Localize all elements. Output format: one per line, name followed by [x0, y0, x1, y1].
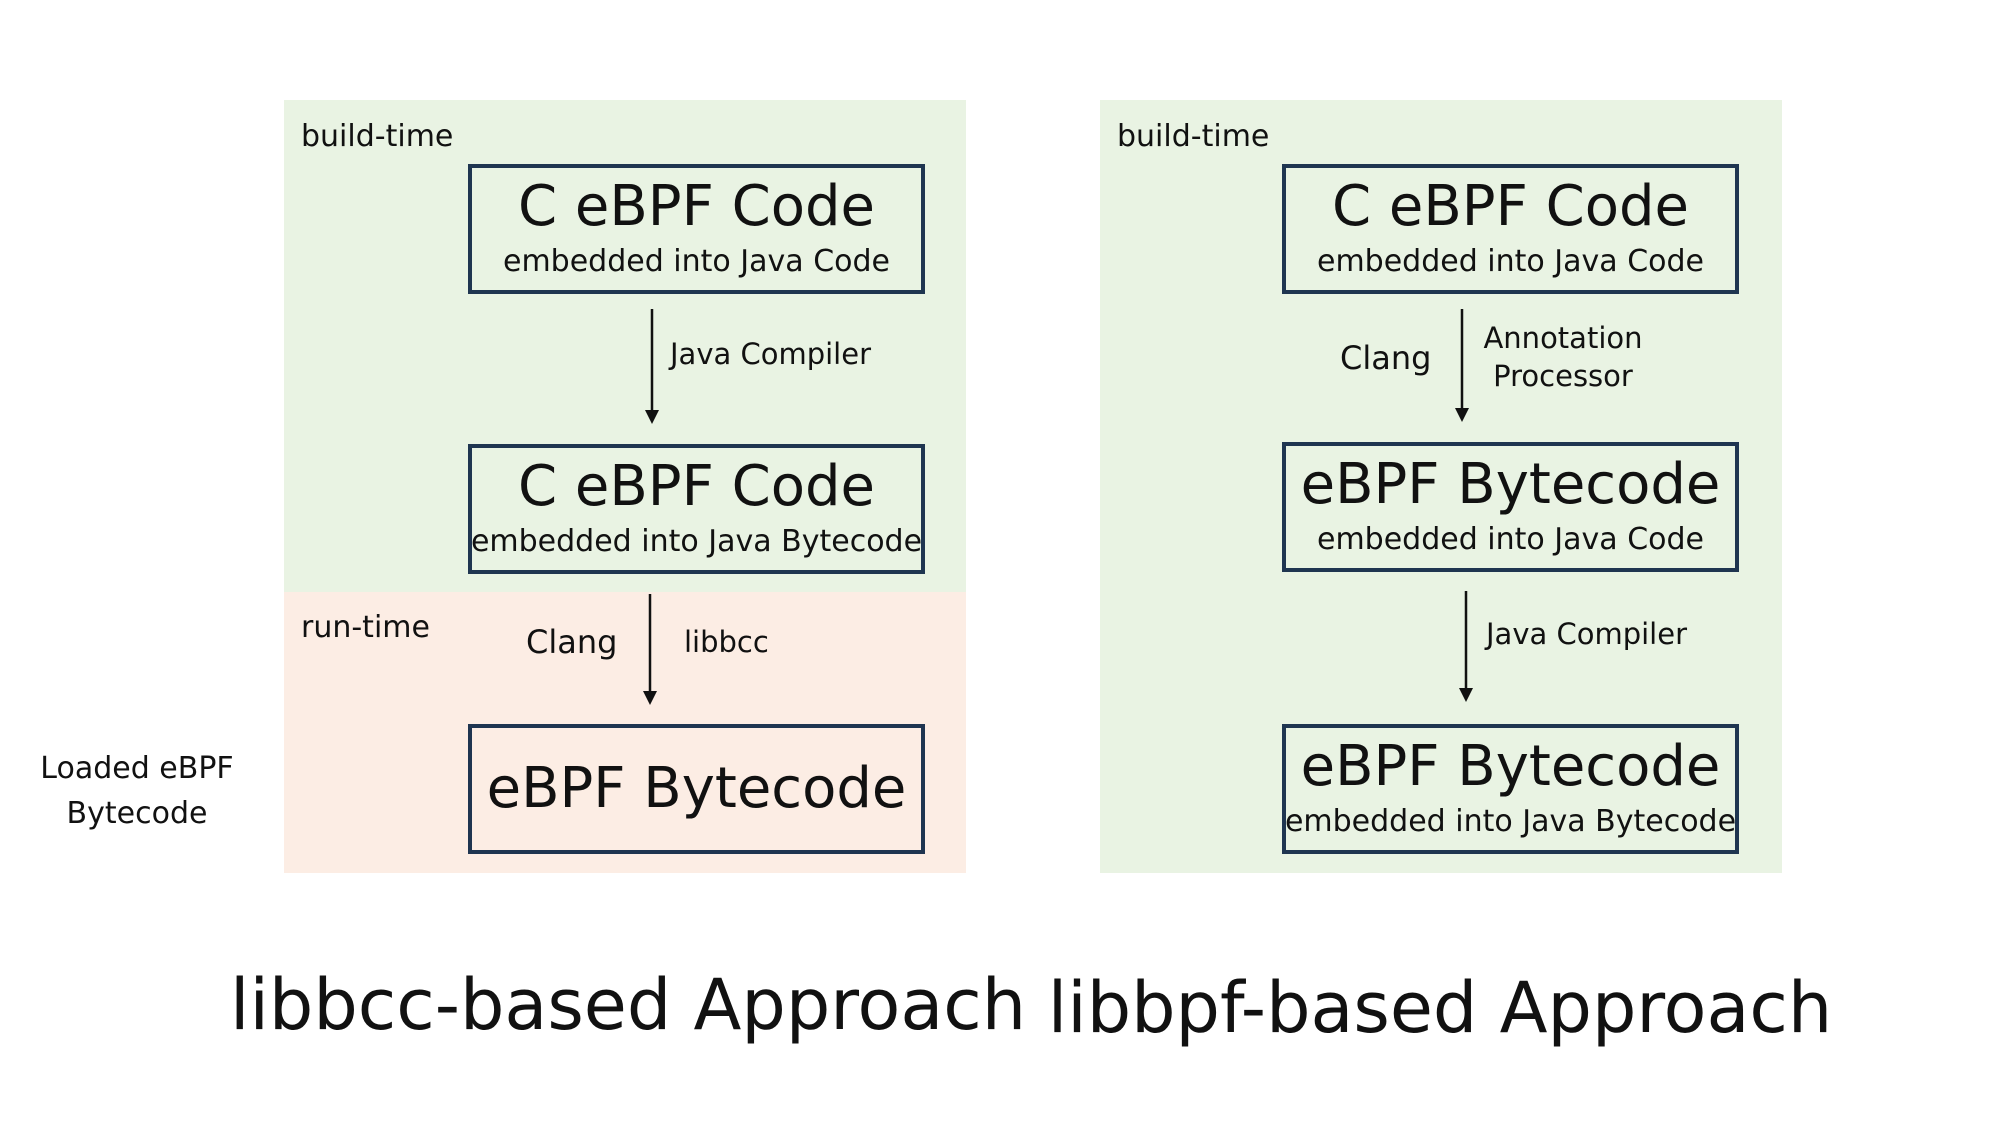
- libbpf-edge-label-clang: Clang: [1340, 339, 1432, 377]
- libbcc-arrowhead-java-compiler: [645, 410, 659, 424]
- libbpf-build-time-label: build-time: [1117, 119, 1270, 154]
- node-title: C eBPF Code: [518, 173, 875, 239]
- node-subtitle: embedded into Java Code: [1316, 244, 1704, 280]
- libbpf-edge-label-java-compiler: Java Compiler: [1486, 617, 1688, 651]
- side-note-line: Bytecode: [66, 796, 208, 831]
- node-title: C eBPF Code: [1332, 173, 1689, 239]
- libbcc-run-time-region: [284, 592, 966, 873]
- node-title: eBPF Bytecode: [486, 755, 907, 821]
- libbcc-build-time-label: build-time: [301, 119, 454, 154]
- libbcc-edge-label-libbcc: libbcc: [684, 625, 769, 659]
- libbcc-run-time-label: run-time: [301, 610, 430, 645]
- node-subtitle: embedded into Java Bytecode: [1284, 804, 1737, 840]
- libbcc-arrowhead-clang-libbcc: [643, 691, 657, 705]
- libbpf-node-c-ebpf-code-java-code: C eBPF Code embedded into Java Code: [1282, 164, 1739, 294]
- side-note-line: Loaded eBPF: [40, 751, 234, 786]
- node-subtitle: embedded into Java Code: [1316, 522, 1704, 558]
- libbcc-node-ebpf-bytecode: eBPF Bytecode: [468, 724, 925, 854]
- node-title: eBPF Bytecode: [1300, 451, 1721, 517]
- node-title: eBPF Bytecode: [1300, 733, 1721, 799]
- libbcc-edge-label-clang: Clang: [526, 623, 618, 661]
- loaded-ebpf-bytecode-note: Loaded eBPF Bytecode: [22, 746, 252, 836]
- edge-label-line: Annotation: [1483, 321, 1643, 355]
- libbcc-build-time-region: [284, 100, 966, 592]
- libbpf-node-ebpf-bytecode-java-bytecode: eBPF Bytecode embedded into Java Bytecod…: [1282, 724, 1739, 854]
- libbcc-node-c-ebpf-code-java-bytecode: C eBPF Code embedded into Java Bytecode: [468, 444, 925, 574]
- libbcc-approach-caption: libbcc-based Approach: [230, 964, 1027, 1046]
- libbpf-arrowhead-java-compiler: [1459, 688, 1473, 702]
- libbpf-node-ebpf-bytecode-java-code: eBPF Bytecode embedded into Java Code: [1282, 442, 1739, 572]
- libbcc-node-c-ebpf-code-java-code: C eBPF Code embedded into Java Code: [468, 164, 925, 294]
- libbpf-edge-label-annotation-processor: Annotation Processor: [1478, 320, 1648, 395]
- libbpf-approach-caption: libbpf-based Approach: [1047, 967, 1833, 1049]
- node-subtitle: embedded into Java Code: [502, 244, 890, 280]
- node-title: C eBPF Code: [518, 453, 875, 519]
- node-subtitle: embedded into Java Bytecode: [470, 524, 923, 560]
- libbcc-edge-label-java-compiler: Java Compiler: [670, 337, 872, 371]
- edge-label-line: Processor: [1493, 358, 1633, 393]
- libbpf-build-time-region: [1100, 100, 1782, 873]
- libbpf-arrowhead-clang-annotation: [1455, 408, 1469, 422]
